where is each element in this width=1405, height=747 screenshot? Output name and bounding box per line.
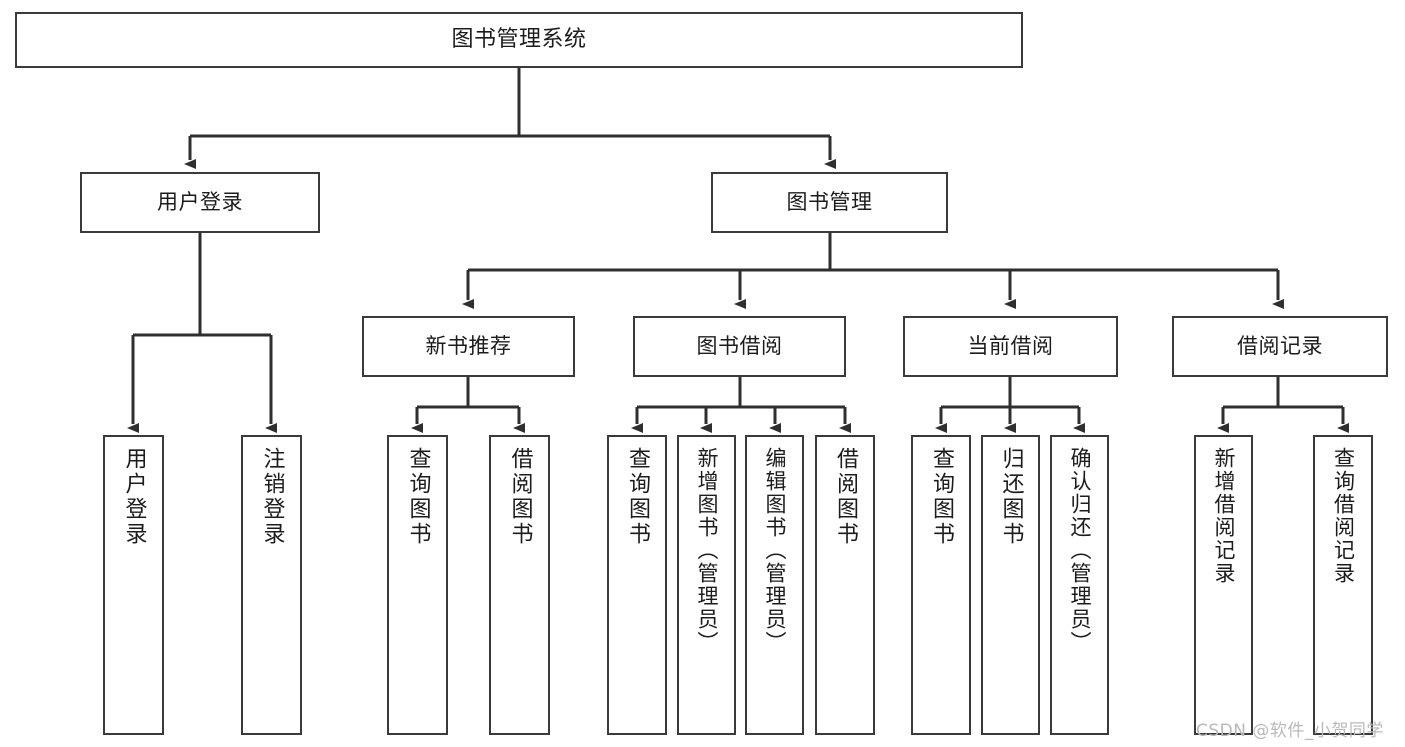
- node-label: 确认归还（管理员）: [1068, 447, 1092, 654]
- node-borrow-records[interactable]: 借阅记录: [1172, 316, 1388, 377]
- node-label: 借阅图书: [507, 447, 533, 547]
- node-new-book-recommend[interactable]: 新书推荐: [362, 316, 575, 377]
- node-label: 编辑图书（管理员）: [763, 447, 787, 654]
- node-label: 图书管理系统: [451, 26, 587, 52]
- node-label: 图书管理: [786, 189, 873, 214]
- node-label: 图书借阅: [696, 333, 783, 358]
- node-label: 查询借阅记录: [1331, 447, 1356, 585]
- leaf-user-login-login[interactable]: 用户登录: [103, 435, 164, 735]
- node-label: 查询图书: [405, 447, 431, 547]
- node-label: 当前借阅: [967, 333, 1054, 358]
- node-label: 归还图书: [998, 447, 1024, 547]
- leaf-new-book-query-book[interactable]: 查询图书: [387, 435, 448, 735]
- node-label: 借阅记录: [1237, 333, 1323, 358]
- node-label: 用户登录: [157, 189, 243, 214]
- csdn-watermark: CSDN @软件_小贺同学: [1196, 721, 1384, 741]
- node-label: 查询图书: [625, 447, 650, 547]
- node-label: 注销登录: [259, 447, 285, 547]
- node-book-borrow[interactable]: 图书借阅: [633, 316, 846, 377]
- leaf-borrow-add-book-admin[interactable]: 新增图书（管理员）: [677, 435, 736, 735]
- node-book-management[interactable]: 图书管理: [711, 172, 948, 233]
- node-label: 新增图书（管理员）: [695, 447, 719, 654]
- leaf-borrow-borrow-book[interactable]: 借阅图书: [815, 435, 875, 735]
- leaf-new-book-borrow-book[interactable]: 借阅图书: [489, 435, 550, 735]
- node-label: 新增借阅记录: [1212, 447, 1236, 585]
- node-label: 新书推荐: [425, 333, 512, 358]
- node-label: 用户登录: [121, 447, 147, 547]
- leaf-current-return-book[interactable]: 归还图书: [981, 435, 1040, 735]
- node-root-book-management-system[interactable]: 图书管理系统: [15, 12, 1023, 68]
- leaf-user-login-logout[interactable]: 注销登录: [241, 435, 302, 735]
- node-label: 查询图书: [929, 447, 954, 547]
- node-user-login[interactable]: 用户登录: [80, 172, 320, 233]
- leaf-borrow-edit-book-admin[interactable]: 编辑图书（管理员）: [745, 435, 804, 735]
- leaf-records-query-record[interactable]: 查询借阅记录: [1313, 435, 1373, 735]
- leaf-current-confirm-return-admin[interactable]: 确认归还（管理员）: [1050, 435, 1109, 735]
- node-current-borrow[interactable]: 当前借阅: [903, 316, 1118, 377]
- node-label: 借阅图书: [833, 447, 858, 547]
- leaf-records-add-record[interactable]: 新增借阅记录: [1194, 435, 1253, 735]
- leaf-borrow-query-book[interactable]: 查询图书: [607, 435, 667, 735]
- leaf-current-query-book[interactable]: 查询图书: [911, 435, 971, 735]
